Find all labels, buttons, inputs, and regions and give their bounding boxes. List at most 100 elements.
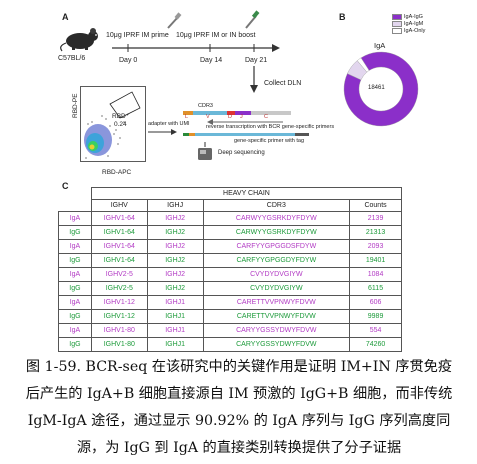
mouse-icon: [60, 28, 98, 52]
column-header-ighj: IGHJ: [146, 199, 204, 212]
isotype-cell: IgG: [58, 337, 92, 352]
caption-line: IgM-IgA 途径，通过显示 90.92% 的 IgA 序列与 IgG 序列高…: [27, 413, 451, 429]
day21-label: Day 21: [245, 57, 268, 64]
count-cell: 21313: [349, 225, 402, 240]
primer-construct-diagram: [183, 133, 309, 136]
legend-item: IgA-IgG: [392, 14, 425, 20]
count-cell: 19401: [349, 253, 402, 268]
isotype-cell: IgG: [58, 281, 92, 296]
day0-label: Day 0: [119, 57, 138, 64]
donut-slice-iga-only: [356, 57, 370, 73]
mouse-strain-label: C57BL/6: [58, 55, 86, 62]
legend-swatch: [392, 14, 402, 20]
donut-chart: [343, 51, 419, 127]
isotype-cell: IgA: [58, 267, 92, 282]
cdr3-cell: CARETTVVPNWYFDVW: [202, 309, 351, 324]
syringe-icon: [167, 12, 182, 29]
count-cell: 606: [349, 295, 402, 310]
cdr3-cell: CVYDYDVGIYW: [202, 267, 351, 282]
ighj-cell: IGHJ1: [146, 309, 204, 324]
cdr3-cell: CARYYGSSYDWYFDVW: [202, 323, 351, 338]
adapter-label: adapter with UMI: [148, 121, 190, 127]
flow-xaxis-label: RBD-APC: [102, 169, 132, 176]
ighv-cell: IGHV1-12: [90, 295, 148, 310]
donut-legend: IgA-IgG IgA-IgM IgA-Only: [392, 14, 425, 34]
ighv-cell: IGHV1-64: [90, 225, 148, 240]
ighj-cell: IGHJ2: [146, 253, 204, 268]
isotype-cell: IgG: [58, 309, 92, 324]
cdr3-cell: CARYYGSSYDWYFDVW: [202, 337, 351, 352]
count-cell: 2139: [349, 211, 402, 226]
legend-item: IgA-Only: [392, 28, 425, 34]
count-cell: 74260: [349, 337, 402, 352]
ighj-cell: IGHJ2: [146, 267, 204, 282]
isotype-cell: IgA: [58, 323, 92, 338]
boost-label: 10μg IPRF IM or IN boost: [176, 32, 256, 39]
flow-cytometry-plot: [80, 86, 146, 162]
isotype-cell: IgG: [58, 225, 92, 240]
table-group-header-row: HEAVY CHAIN: [59, 187, 403, 200]
count-cell: 2093: [349, 239, 402, 254]
column-header-counts: Counts: [349, 199, 402, 212]
ighj-cell: IGHJ1: [146, 323, 204, 338]
bcr-construct-diagram: [183, 111, 291, 125]
ighj-cell: IGHJ2: [146, 225, 204, 240]
count-cell: 6115: [349, 281, 402, 296]
legend-swatch: [392, 21, 402, 27]
arrow-right-icon: [148, 129, 177, 135]
segment-j: J: [240, 114, 243, 120]
ighv-cell: IGHV1-80: [90, 323, 148, 338]
ighj-cell: IGHJ2: [146, 281, 204, 296]
donut-center-value: 18461: [368, 85, 385, 91]
gate-label: RBD⁺: [112, 113, 130, 120]
ighv-cell: IGHV1-64: [90, 239, 148, 254]
isotype-cell: IgA: [58, 295, 92, 310]
column-header-ighv: IGHV: [90, 199, 148, 212]
ighv-cell: IGHV1-64: [90, 253, 148, 268]
cdr3-cell: CARFYYGPGGDSFDYW: [202, 239, 351, 254]
deep-sequencing-label: Deep sequencing: [218, 150, 265, 156]
ighj-cell: IGHJ2: [146, 211, 204, 226]
heavy-chain-header: HEAVY CHAIN: [90, 187, 403, 200]
cdr3-cell: CARFYYGPGGDYFDYW: [202, 253, 351, 268]
table-corner-cell: [59, 188, 92, 200]
cdr3-cell: CARETTVVPNWYFDVW: [202, 295, 351, 310]
panel-a-letter: A: [62, 12, 69, 22]
syringe-icon: [245, 10, 260, 29]
isotype-cell: IgG: [58, 253, 92, 268]
caption-line: 源，为 IgG 到 IgA 的直接类别转换提供了分子证据: [76, 440, 402, 456]
rt-description: reverse transcription with BCR gene-spec…: [206, 124, 335, 130]
legend-item: IgA-IgM: [392, 21, 425, 27]
panel-b-letter: B: [339, 12, 346, 22]
isotype-cell: IgA: [58, 211, 92, 226]
ighj-cell: IGHJ1: [146, 295, 204, 310]
ighv-cell: IGHV2-5: [90, 267, 148, 282]
count-cell: 1084: [349, 267, 402, 282]
figure-caption: 图 1-59. BCR-seq 在该研究中的关键作用是证明 IM+IN 序贯免疫…: [6, 354, 472, 462]
ighv-cell: IGHV1-64: [90, 211, 148, 226]
cdr3-cell: CARWYYGSRKDYFDYW: [202, 211, 351, 226]
cdr3-cell: CVYDYDVGIYW: [202, 281, 351, 296]
cdr3-cell: CARWYYGSRKDYFDYW: [202, 225, 351, 240]
flow-yaxis-label: RBD-PE: [72, 93, 79, 118]
caption-line: 后产生的 IgA+B 细胞直接源自 IM 预激的 IgG+B 细胞，而非传统: [25, 386, 453, 402]
segment-d: D: [228, 114, 232, 120]
count-cell: 9989: [349, 309, 402, 324]
legend-swatch: [392, 28, 402, 34]
gate-value: 0.24: [114, 121, 127, 128]
ighj-cell: IGHJ1: [146, 337, 204, 352]
ighj-cell: IGHJ2: [146, 239, 204, 254]
sequencer-icon: [198, 142, 212, 160]
ighv-cell: IGHV1-12: [90, 309, 148, 324]
primer-description: gene-specific primer with tag: [234, 138, 305, 144]
column-header-cdr3: CDR3: [202, 199, 351, 212]
cdr3-label: CDR3: [198, 103, 213, 109]
